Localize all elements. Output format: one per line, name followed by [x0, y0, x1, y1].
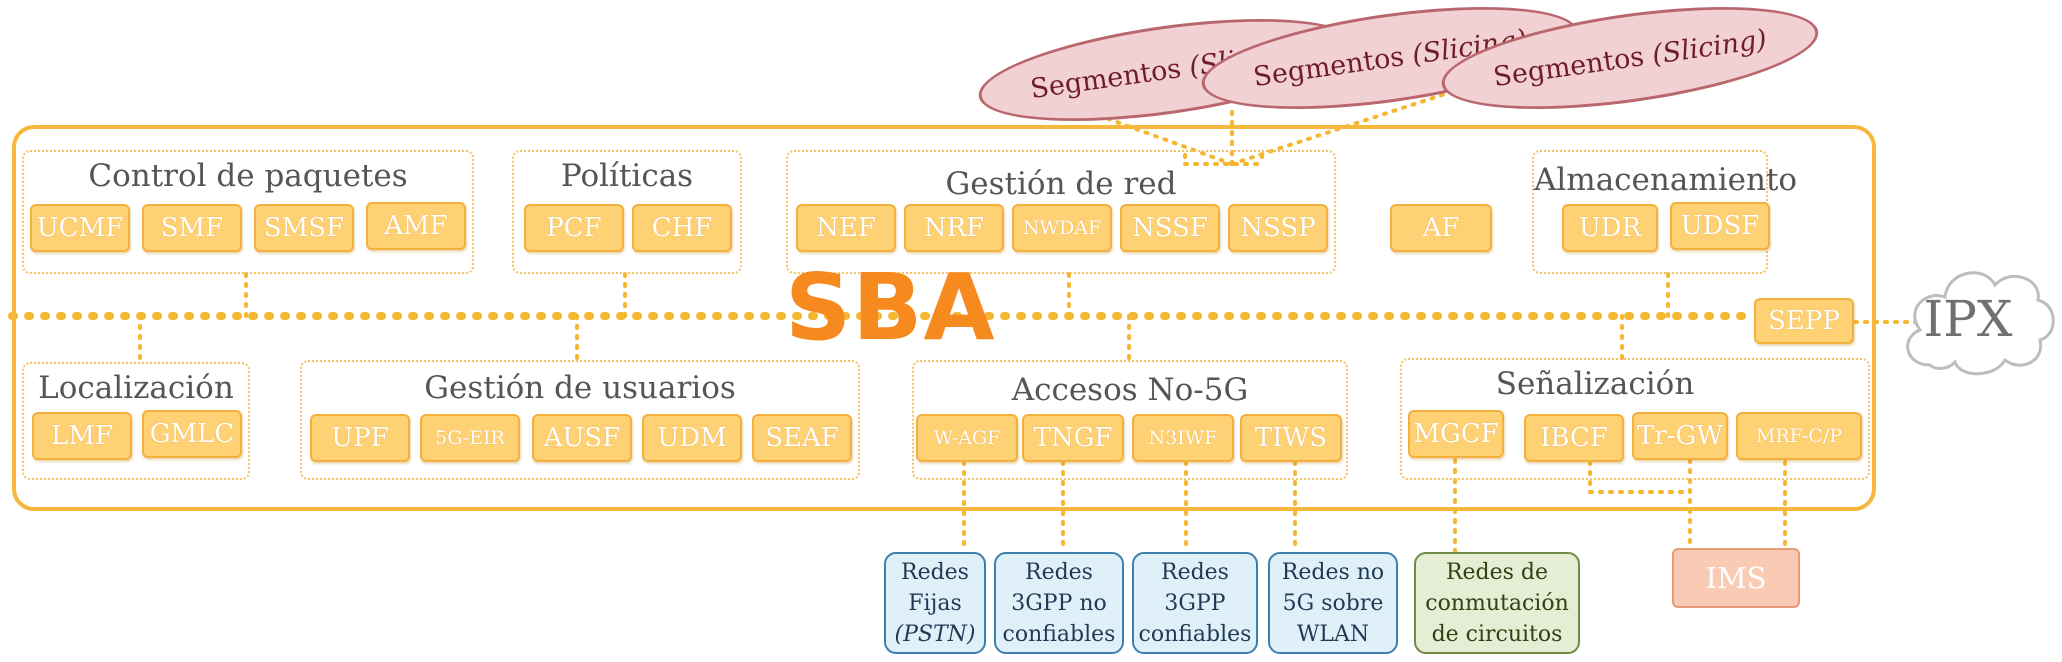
nf-n3iwf: N3IWF	[1132, 414, 1234, 462]
nf-tngf: TNGF	[1022, 414, 1124, 462]
ext-redes-3gpp-no-confiables: Redes 3GPP no confiables	[994, 552, 1124, 654]
ext-redes-3gpp-confiables: Redes 3GPP confiables	[1132, 552, 1258, 654]
ipx-cloud-icon	[1906, 271, 2055, 376]
ext-line: 5G sobre	[1282, 590, 1384, 616]
ext-line: conmutación	[1425, 590, 1569, 616]
nf-nef: NEF	[796, 204, 896, 252]
nf-udsf: UDSF	[1670, 202, 1770, 250]
group-politicas: Políticas	[512, 150, 742, 274]
group-senalizacion: Señalización	[1400, 358, 1870, 480]
group-title: Señalización	[1495, 366, 1695, 402]
external-connectors	[962, 458, 1787, 554]
nf-w-agf: W-AGF	[916, 414, 1018, 462]
ext-redes-conmutacion: Redes de conmutación de circuitos	[1414, 552, 1580, 654]
group-localizacion: Localización	[22, 362, 250, 480]
group-bus-connectors	[138, 272, 1670, 364]
nf-sepp: SEPP	[1754, 298, 1854, 344]
group-title: Gestión de red	[945, 166, 1177, 202]
nf-tiws: TIWS	[1240, 414, 1342, 462]
nf-upf: UPF	[310, 414, 410, 462]
nf-af: AF	[1390, 204, 1492, 252]
group-title: Almacenamiento	[1534, 162, 1798, 198]
nf-tr-gw: Tr-GW	[1632, 412, 1728, 460]
group-gestion-usuarios: Gestión de usuarios	[300, 360, 860, 480]
group-title: Localización	[38, 370, 234, 406]
group-gestion-red: Gestión de red	[786, 150, 1336, 274]
ext-line: (PSTN)	[894, 621, 976, 647]
nf-amf: AMF	[366, 202, 466, 250]
nf-chf: CHF	[632, 204, 732, 252]
nf-pcf: PCF	[524, 204, 624, 252]
group-accesos-no5g: Accesos No-5G	[912, 360, 1348, 480]
nf-udm: UDM	[642, 414, 742, 462]
nf-nwdaf: NWDAF	[1012, 204, 1112, 252]
group-title: Accesos No-5G	[1011, 372, 1249, 408]
ext-line: Redes	[1161, 559, 1229, 585]
ext-line: 3GPP no	[1011, 590, 1107, 616]
nf-smf: SMF	[142, 204, 242, 252]
nf-nssf: NSSF	[1120, 204, 1220, 252]
group-title: Control de paquetes	[88, 158, 408, 194]
ext-line: Redes	[1025, 559, 1093, 585]
nf-mrf-c-p: MRF-C/P	[1736, 412, 1862, 460]
ext-line: confiables	[1138, 621, 1252, 647]
ext-line: Redes no	[1281, 559, 1385, 585]
nf-nssp: NSSP	[1228, 204, 1328, 252]
nf-nrf: NRF	[904, 204, 1004, 252]
slice-italic: (Slicing)	[1650, 23, 1769, 71]
nf-udr: UDR	[1562, 204, 1658, 252]
nf-gmlc: GMLC	[142, 410, 242, 458]
group-almacenamiento: Almacenamiento	[1532, 150, 1798, 274]
nf-ausf: AUSF	[532, 414, 632, 462]
ext-redes-no5g-wlan: Redes no 5G sobre WLAN	[1268, 552, 1398, 654]
nf-ucmf: UCMF	[30, 204, 130, 252]
ipx-label: IPX	[1923, 290, 2013, 348]
ext-redes-fijas: Redes Fijas (PSTN)	[884, 552, 986, 654]
ext-line: de circuitos	[1431, 621, 1563, 647]
ext-line: confiables	[1002, 621, 1116, 647]
nf-5g-eir: 5G-EIR	[420, 414, 520, 462]
ext-line: Fijas	[908, 590, 962, 616]
nf-seaf: SEAF	[752, 414, 852, 462]
group-title: Políticas	[560, 158, 694, 194]
ims-box: IMS	[1672, 548, 1800, 608]
nf-mgcf: MGCF	[1408, 410, 1504, 458]
ext-line: Redes	[901, 559, 969, 585]
ext-line: WLAN	[1296, 621, 1370, 647]
ext-line: 3GPP	[1164, 590, 1226, 616]
slice-label: Segmentos	[1491, 40, 1646, 93]
group-title: Gestión de usuarios	[424, 370, 736, 406]
sba-title: SBA	[785, 254, 996, 361]
nf-ibcf: IBCF	[1524, 414, 1624, 462]
slice-label: Segmentos	[1028, 52, 1183, 105]
group-control-paquetes: Control de paquetes	[22, 150, 474, 274]
ext-line: Redes de	[1445, 559, 1549, 585]
nf-smsf: SMSF	[254, 204, 354, 252]
nf-lmf: LMF	[32, 412, 132, 460]
slice-label: Segmentos	[1251, 40, 1406, 93]
sba-frame	[12, 125, 1876, 511]
